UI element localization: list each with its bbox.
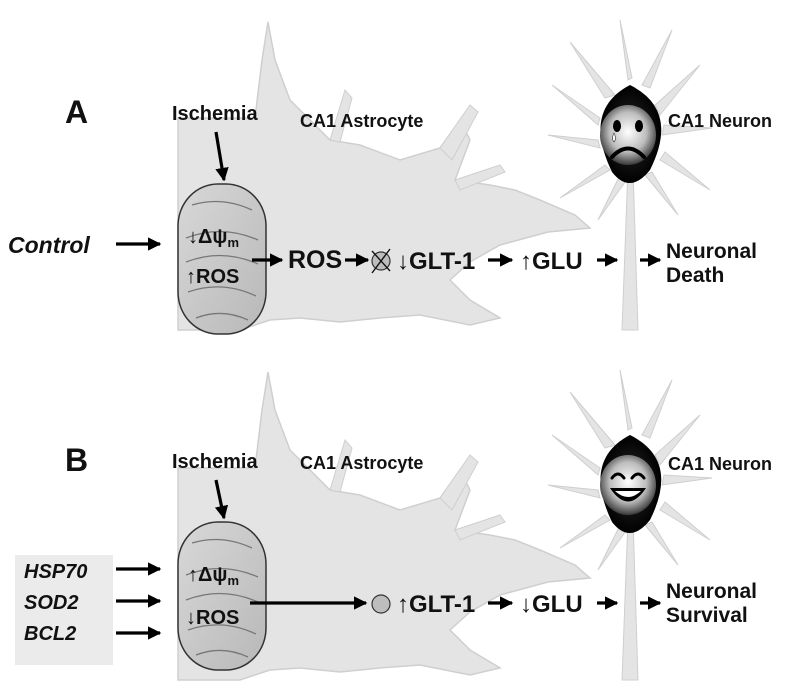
mitochondrion-b [177,521,267,671]
glt1-label-a: ↓GLT-1 [397,248,475,275]
astrocyte-cell-a [177,21,592,331]
mito-ros-b: ↓ROS [186,607,239,629]
outcome-line2-a: Death [666,264,724,287]
arrow-ischemia-a [214,131,229,182]
blocked-transporter-icon [371,248,391,274]
arrow-ischemia-b [214,479,229,520]
sad-face-icon [600,105,656,165]
control-label: Control [8,232,90,258]
astrocyte-label-b: CA1 Astrocyte [300,453,423,473]
ischemia-label-b: Ischemia [172,451,258,473]
neuron-a [547,19,713,331]
mito-ros-a: ↑ROS [186,266,239,288]
neuron-label-b: CA1 Neuron [668,454,772,474]
input-bcl2: BCL2 [24,623,76,645]
panel-letter-a: A [65,94,88,130]
panel-b: B Ischemia CA1 Astrocyte CA1 Neuron HSP7… [15,369,772,681]
glt1-label-b: ↑GLT-1 [397,591,475,618]
outcome-line1-a: Neuronal [666,240,757,263]
inputs-panel-b [15,555,113,665]
outcome-line2-b: Survival [666,604,748,627]
neuron-b [547,369,713,681]
ischemia-label-a: Ischemia [172,103,258,125]
astrocyte-label-a: CA1 Astrocyte [300,111,423,131]
mito-delta-psi-a: ↓Δψm [188,226,239,250]
mito-delta-psi-b: ↑Δψm [188,564,239,588]
outcome-line1-b: Neuronal [666,580,757,603]
transporter-icon [371,594,391,614]
glu-label-a: ↑GLU [520,248,583,275]
neuron-label-a: CA1 Neuron [668,111,772,131]
glu-label-b: ↓GLU [520,591,583,618]
input-hsp70: HSP70 [24,561,87,583]
input-sod2: SOD2 [24,592,78,614]
ros-label-a: ROS [288,246,342,274]
panel-letter-b: B [65,442,88,478]
happy-face-icon [600,455,656,515]
panel-a: A Ischemia CA1 Astrocyte CA1 Neuron Cont… [8,19,772,335]
